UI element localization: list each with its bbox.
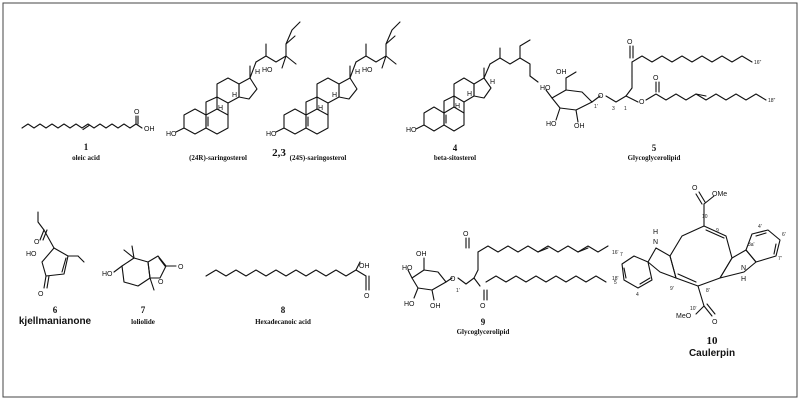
saringosterol-24s-ho-side: HO <box>362 67 373 74</box>
glyco5-o-carbonyl2: O <box>653 75 659 82</box>
compound-1-name: oleic acid <box>72 154 100 162</box>
glyco5-o-glyc: O <box>598 93 604 100</box>
compound-6-name: kjellmanianone <box>19 316 92 327</box>
glyco5-locant-18: 18″ <box>768 98 776 104</box>
loliolide-o-carbonyl: O <box>178 264 184 271</box>
compound-9-name: Glycoglycerolipid <box>457 328 510 336</box>
sitosterol-h9: H <box>467 91 472 98</box>
structure-glycoglycerolipid-9 <box>407 237 609 301</box>
compound-9-number: 9 <box>481 317 486 327</box>
structure-kjellmanianone <box>37 211 85 289</box>
compound-10-number: 10 <box>707 335 719 347</box>
structure-24r-saringosterol <box>175 21 301 135</box>
glyco5-locant-3: 3 <box>612 106 615 112</box>
glyco9-ho-1: HO <box>402 265 413 272</box>
caulerpin-h-left: H <box>653 229 658 236</box>
caulerpin-n-left: N <box>653 239 658 246</box>
glyco5-o-ester1: O <box>627 39 633 46</box>
compound-1-number: 1 <box>84 142 89 152</box>
compound-10-name: Caulerpin <box>689 348 735 359</box>
compound-5-name: Glycoglycerolipid <box>628 154 681 162</box>
compound-8-number: 8 <box>281 305 286 315</box>
glyco5-locant-1: 1 <box>624 106 627 112</box>
kjell-o-carbonyl: O <box>34 239 40 246</box>
compound-8-name: Hexadecanoic acid <box>255 318 311 326</box>
structure-beta-sitosterol <box>415 39 539 132</box>
structure-24s-saringosterol <box>275 21 401 135</box>
caulerpin-meo: MeO <box>676 313 692 320</box>
saringosterol-24s-h8: H <box>318 105 323 112</box>
caulerpin-locant-c4p: 4' <box>758 224 762 230</box>
compound-2-3-number: 2,3 <box>272 147 286 159</box>
glyco9-locant-16p: 16' <box>612 250 619 256</box>
caulerpin-locant-c8p: 8' <box>706 288 710 294</box>
structure-hexadecanoic-acid <box>205 261 370 291</box>
glyco5-oh-3: OH <box>574 123 585 130</box>
saringosterol-24r-h9: H <box>232 92 237 99</box>
compound-7-number: 7 <box>141 305 146 315</box>
caulerpin-locant-c7: 7 <box>620 252 623 258</box>
saringosterol-24r-ho: HO <box>166 131 177 138</box>
saringosterol-24r-h17: H <box>255 69 260 76</box>
saringosterol-24s-h9: H <box>332 92 337 99</box>
loliolide-ho: HO <box>102 271 113 278</box>
sitosterol-h17: H <box>490 79 495 86</box>
oleic-acid-oh: OH <box>144 126 155 133</box>
compound-2-name: (24R)-saringosterol <box>189 154 247 162</box>
structure-glycoglycerolipid-5 <box>545 45 767 123</box>
kjell-o-ketone: O <box>38 291 44 298</box>
glyco9-oh-3: OH <box>430 303 441 310</box>
glyco9-locant-1p: 1' <box>456 288 460 294</box>
glyco5-locant-16: 16″ <box>754 60 762 66</box>
saringosterol-24r-h8: H <box>218 105 223 112</box>
caulerpin-locant-c3ap: 3a' <box>748 242 755 248</box>
caulerpin-o-top: O <box>692 185 698 192</box>
kjell-ho: HO <box>26 251 37 258</box>
saringosterol-24r-ho-side: HO <box>262 67 273 74</box>
caulerpin-locant-c10p: 10' <box>690 306 697 312</box>
glyco9-locant-18p: 18' <box>612 276 619 282</box>
caulerpin-n-right: N <box>741 265 746 272</box>
glyco5-ho-2: HO <box>546 121 557 128</box>
compound-5-number: 5 <box>652 143 657 153</box>
compound-4-name: beta-sitosterol <box>434 154 476 162</box>
caulerpin-locant-c4: 4 <box>636 292 639 298</box>
caulerpin-ome: OMe <box>712 191 727 198</box>
caulerpin-locant-c9: 9 <box>716 228 719 234</box>
compound-6-number: 6 <box>53 305 58 315</box>
glyco5-locant-1p: 1' <box>594 104 598 110</box>
glyco9-o-carbonyl1: O <box>463 231 469 238</box>
caulerpin-locant-c6p: 6' <box>782 232 786 238</box>
caulerpin-locant-c5: 5 <box>614 280 617 286</box>
caulerpin-h-right: H <box>741 276 746 283</box>
oleic-acid-carbonyl-o: O <box>134 109 140 116</box>
glyco5-oh-top: OH <box>556 69 567 76</box>
structure-oleic-acid <box>21 115 143 131</box>
hexadecanoic-o: O <box>364 293 370 300</box>
hexadecanoic-oh: OH <box>359 263 370 270</box>
glyco5-ho-1: HO <box>540 85 551 92</box>
glyco5-o-ester2: O <box>639 99 645 106</box>
glyco9-o-glyc: O <box>450 276 456 283</box>
saringosterol-24s-ho: HO <box>266 131 277 138</box>
saringosterol-24s-h17: H <box>355 69 360 76</box>
structure-loliolide <box>113 245 177 291</box>
caulerpin-o-bottom: O <box>712 319 718 326</box>
sitosterol-ho: HO <box>406 127 417 134</box>
glyco9-ho-2: HO <box>404 301 415 308</box>
glyco9-o-carbonyl2: O <box>480 303 486 310</box>
sitosterol-h8: H <box>455 103 460 110</box>
compound-7-name: loliolide <box>131 318 155 326</box>
compound-4-number: 4 <box>453 143 458 153</box>
caulerpin-locant-c7p: 7' <box>778 256 782 262</box>
glyco9-oh-top: OH <box>416 251 427 258</box>
caulerpin-locant-c9p: 9' <box>670 286 674 292</box>
compound-3-name: (24S)-saringosterol <box>290 154 347 162</box>
loliolide-o-ring: O <box>158 279 164 286</box>
caulerpin-locant-c10: 10 <box>702 214 708 220</box>
structure-caulerpin <box>621 191 781 317</box>
